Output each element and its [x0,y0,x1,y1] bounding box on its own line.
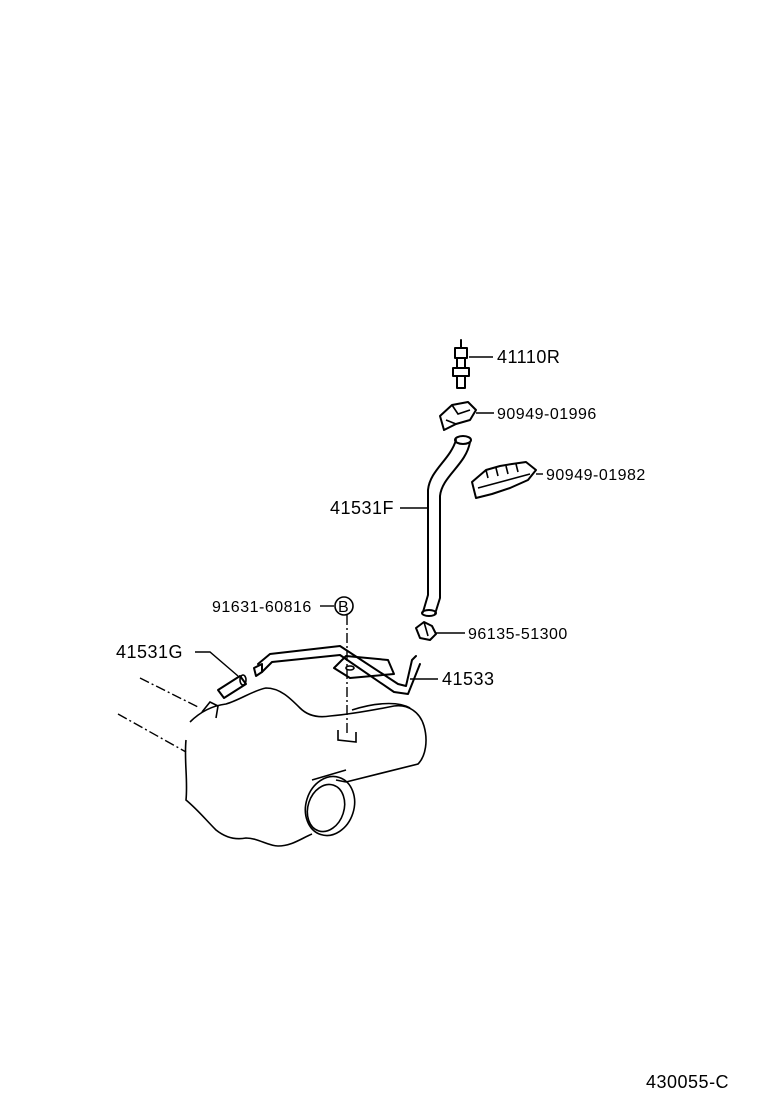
label-hose-long: 41531F [330,498,394,518]
hose-clamp-upper[interactable] [439,401,477,431]
bolt-marker: B [334,596,354,616]
label-clamp-multi: 90949-01982 [546,467,646,484]
bolt-marker-letter: B [338,599,349,616]
label-tube-bracket: 41533 [442,669,495,689]
label-hose-short: 41531G [116,642,183,662]
diagram-id: 430055-C [646,1072,729,1092]
vacuum-hose-short[interactable] [217,674,247,699]
hose-clip[interactable] [415,621,437,641]
label-sensor: 41110R [497,347,560,367]
label-bolt: 91631-60816 [212,599,312,616]
leader-hose-short [195,651,239,677]
hose-clamp-multi[interactable] [471,461,537,499]
engine-block [117,677,427,847]
vacuum-tube-bracket[interactable] [253,645,421,695]
label-clip: 96135-51300 [468,626,568,643]
vacuum-hose-long[interactable] [421,435,472,617]
vacuum-sensor[interactable] [452,339,470,389]
label-clamp-upper: 90949-01996 [497,406,597,423]
